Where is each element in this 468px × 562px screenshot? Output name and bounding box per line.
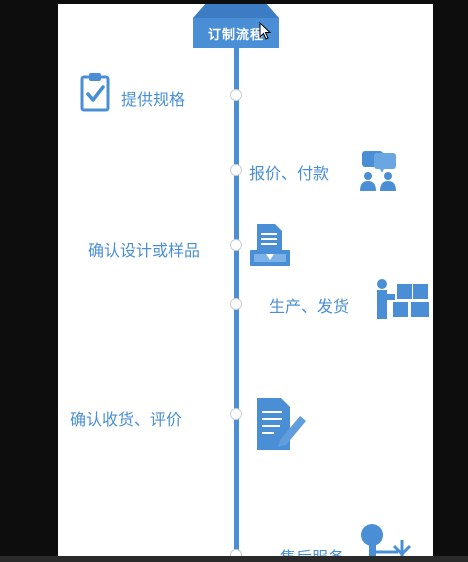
window-right-edge bbox=[433, 0, 468, 562]
mouse-cursor-icon bbox=[259, 22, 271, 40]
clipboard-check-icon bbox=[80, 73, 110, 112]
timeline-node-1 bbox=[230, 89, 242, 101]
consultation-icon bbox=[360, 151, 396, 191]
timeline-node-3 bbox=[230, 239, 242, 251]
boxes-icon bbox=[377, 279, 429, 319]
step-label-quote-payment: 报价、付款 bbox=[249, 164, 330, 183]
step-label-specs: 提供规格 bbox=[121, 90, 186, 109]
timeline-node-5 bbox=[230, 408, 242, 420]
document-download-icon bbox=[250, 224, 290, 266]
step-label-production-shipping: 生产、发货 bbox=[269, 297, 350, 316]
document-edit-icon bbox=[257, 398, 306, 450]
header-roof-shape bbox=[193, 2, 279, 18]
timeline-node-4 bbox=[230, 298, 242, 310]
step-label-confirm-design: 确认设计或样品 bbox=[88, 241, 201, 260]
step-label-confirm-receipt: 确认收货、评价 bbox=[70, 410, 183, 429]
timeline-node-2 bbox=[230, 164, 242, 176]
window-top-border bbox=[58, 0, 433, 4]
window-bottom-strip bbox=[0, 556, 468, 562]
process-canvas: 订制流程 提供规格 报价、付款 确认设计或样品 生产、发货 bbox=[58, 0, 433, 562]
